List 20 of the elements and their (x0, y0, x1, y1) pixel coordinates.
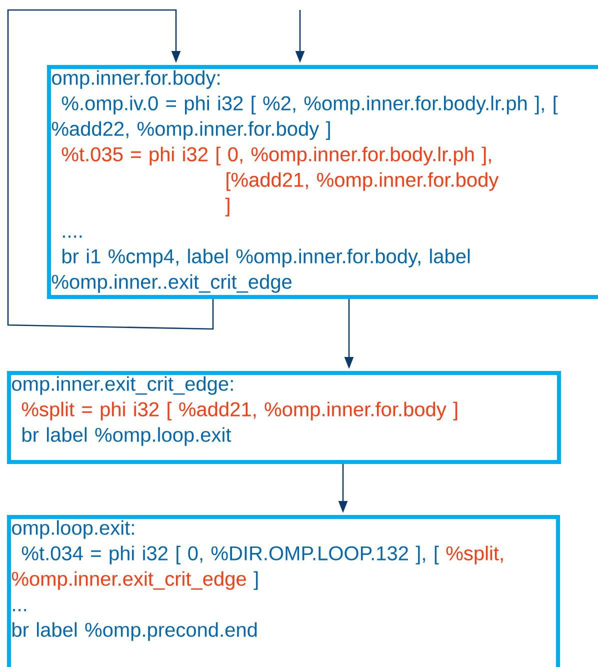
node-label: ] (254, 571, 258, 590)
code-block (7, 371, 561, 464)
code-line: omp.inner.for.body: (52, 70, 220, 89)
code-line: %t.035 = phi i32 [ 0, %omp.inner.for.body.lr.ph ], [%add21, %omp.inner.for.body ] (62, 146, 499, 216)
code-line: .... (63, 236, 82, 238)
code-line: br label %omp.loop.exit (22, 427, 232, 446)
node-label: %split, (446, 546, 503, 564)
node-label: %omp.inner.exit_crit_edge (12, 571, 246, 590)
node-label: %t.034 = phi i32 [ 0, %DIR.OMP.LOOP.132 ], [ (22, 546, 439, 564)
code-line: %.omp.iv.0 = phi i32 [ %2, %omp.inner.for.body.lr.ph ], [ %add22, %omp.inner.for.body ] (52, 96, 558, 140)
code-block (47, 65, 598, 299)
code-line: %split = phi i32 [ %add21, %omp.inner.for.body ] (22, 402, 458, 420)
code-line: omp.loop.exit: (12, 520, 134, 539)
code-block (7, 515, 560, 667)
code-line: omp.inner.exit_crit_edge: (12, 376, 233, 395)
code-line: br label %omp.precond.end (12, 622, 257, 641)
code-line: br i1 %cmp4, label %omp.inner.for.body, label %omp.inner..exit_crit_edge (52, 248, 470, 293)
code-line: ... (13, 609, 26, 612)
code-line: %t.034 = phi i32 [ 0, %DIR.OMP.LOOP.132 ], [ %split, %omp.inner.exit_crit_edge ] (12, 546, 503, 590)
arrow (7, 9, 214, 330)
